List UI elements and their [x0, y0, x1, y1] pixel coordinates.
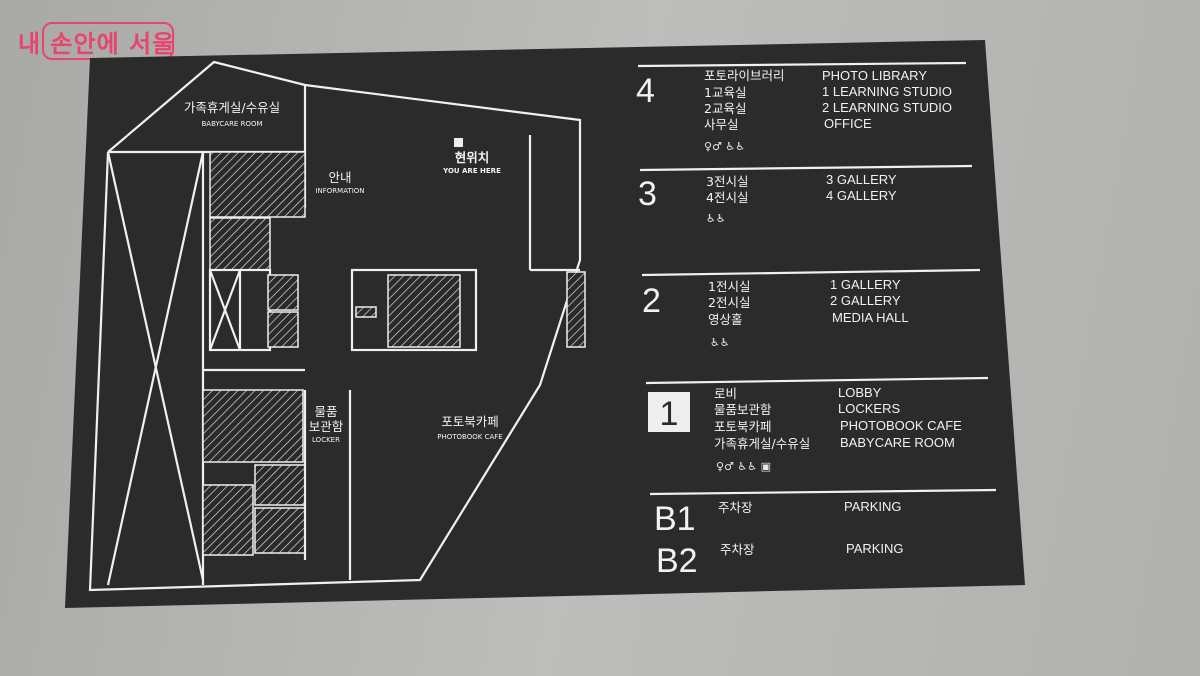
floor-b1-number: B1	[654, 500, 696, 538]
you-are-here-marker	[454, 138, 463, 147]
floor-2-en: 2 GALLERY	[830, 293, 901, 308]
floor-4-kr: 포토라이브러리	[704, 68, 785, 83]
here-label-en: YOU ARE HERE	[442, 167, 501, 175]
floor-4-en: 1 LEARNING STUDIO	[822, 84, 952, 99]
watermark-logo: 내 손안에 서울	[18, 30, 176, 58]
cafe-label-kr: 포토북카페	[441, 414, 499, 429]
babycare-label-kr: 가족휴게실/수유실	[184, 100, 280, 115]
babycare-label-en: BABYCARE ROOM	[201, 120, 262, 128]
floor-1-kr: 포토북카페	[714, 419, 772, 434]
floor-3-en: 4 GALLERY	[826, 188, 897, 203]
floor-b2-en: PARKING	[846, 541, 904, 556]
floor-1-kr: 가족휴게실/수유실	[714, 436, 810, 451]
floor-4-kr: 1교육실	[704, 85, 746, 100]
floor-directory: 4 포토라이브러리 1교육실 2교육실 사무실 PHOTO LIBRARY 1 …	[636, 61, 997, 580]
floor-4-number: 4	[636, 72, 655, 110]
floor-1-kr: 물품보관함	[714, 402, 772, 417]
floor-4-en: OFFICE	[824, 116, 872, 131]
floor-b1-kr: 주차장	[718, 500, 753, 515]
here-label-kr: 현위치	[455, 150, 490, 165]
info-label-kr: 안내	[328, 170, 351, 185]
locker-label-kr2: 보관함	[309, 419, 344, 434]
current-floor-highlight	[648, 392, 690, 432]
floor-1-number: 1	[660, 395, 679, 433]
locker-label-en: LOCKER	[312, 436, 340, 444]
floor-1-kr: 로비	[714, 386, 737, 401]
restroom-icons: ♀♂ ♿♿	[704, 140, 745, 153]
floor-2-kr: 영상홀	[708, 312, 743, 327]
floor-4-kr: 사무실	[704, 117, 739, 132]
floor-2-number: 2	[642, 282, 661, 320]
restroom-icons: ♿♿	[706, 212, 726, 225]
floor-2-en: MEDIA HALL	[832, 310, 909, 325]
floor-b2-kr: 주차장	[720, 542, 755, 557]
floor-3-en: 3 GALLERY	[826, 172, 897, 187]
locker-label-kr1: 물품	[314, 404, 337, 419]
floor-b2-number: B2	[656, 542, 698, 580]
floor-plan: 가족휴게실/수유실 BABYCARE ROOM 안내 INFORMATION 현…	[88, 60, 586, 592]
restroom-icons: ♿♿	[710, 336, 730, 349]
floor-4-en: 2 LEARNING STUDIO	[822, 100, 952, 115]
floor-1-en: LOBBY	[838, 385, 882, 400]
info-label-en: INFORMATION	[315, 187, 364, 195]
floor-3-kr: 4전시실	[706, 190, 748, 205]
floor-1-en: PHOTOBOOK CAFE	[840, 418, 962, 433]
floor-2-kr: 1전시실	[708, 279, 750, 294]
floor-1-en: BABYCARE ROOM	[840, 435, 955, 450]
floor-3-kr: 3전시실	[706, 174, 748, 189]
floor-4-en: PHOTO LIBRARY	[822, 68, 927, 83]
floor-2-en: 1 GALLERY	[830, 277, 901, 292]
restroom-icons: ♀♂ ♿♿ ▣	[716, 460, 771, 473]
floor-b1-en: PARKING	[844, 499, 902, 514]
floor-1-en: LOCKERS	[838, 401, 900, 416]
floor-2-kr: 2전시실	[708, 295, 750, 310]
floor-4-kr: 2교육실	[704, 101, 746, 116]
floor-3-number: 3	[638, 175, 657, 213]
cafe-label-en: PHOTOBOOK CAFE	[437, 433, 502, 441]
